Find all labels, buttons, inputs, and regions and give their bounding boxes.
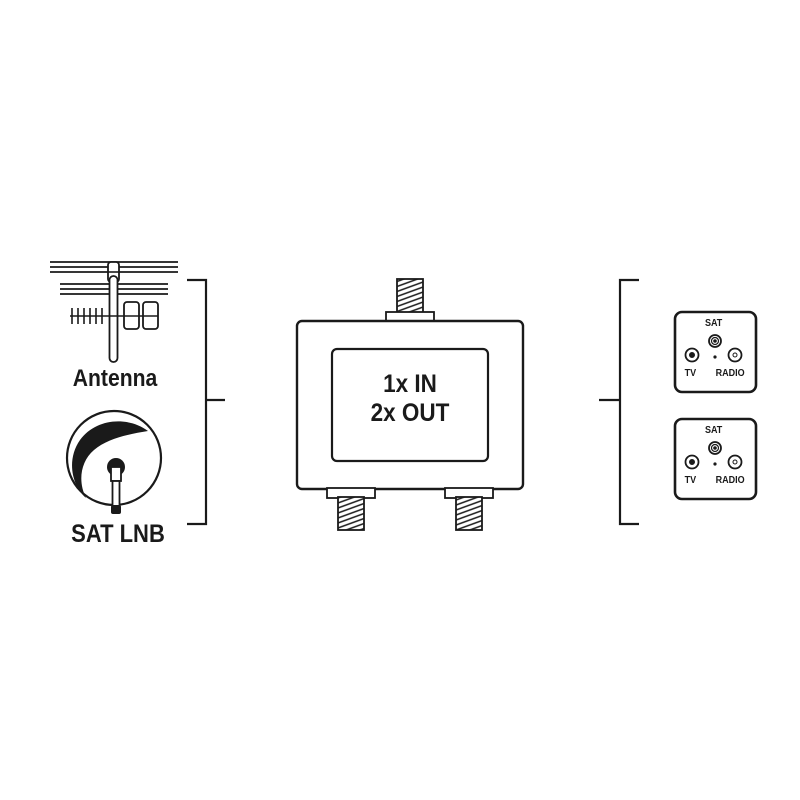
splitter-device: [295, 278, 525, 531]
wall-socket-1: [673, 310, 758, 394]
socket-1-radio-label: RADIO: [715, 368, 745, 379]
right-bracket: [599, 278, 639, 526]
socket-2-radio-label: RADIO: [715, 475, 745, 486]
socket-1-sat-label: SAT: [704, 318, 723, 329]
splitter-label: 1x IN 2x OUT: [340, 370, 480, 428]
socket-2-tv-label: TV: [684, 475, 697, 486]
socket-2-sat-label: SAT: [704, 425, 723, 436]
splitter-out-label: 2x OUT: [370, 399, 450, 427]
antenna-icon: [50, 261, 178, 363]
antenna-label: Antenna: [72, 365, 158, 392]
sat-lnb-label: SAT LNB: [71, 520, 165, 548]
splitter-in-label: 1x IN: [383, 370, 437, 398]
wall-socket-2: [673, 417, 758, 501]
satellite-dish-icon: [65, 409, 163, 514]
left-bracket: [187, 278, 225, 526]
socket-1-tv-label: TV: [684, 368, 697, 379]
